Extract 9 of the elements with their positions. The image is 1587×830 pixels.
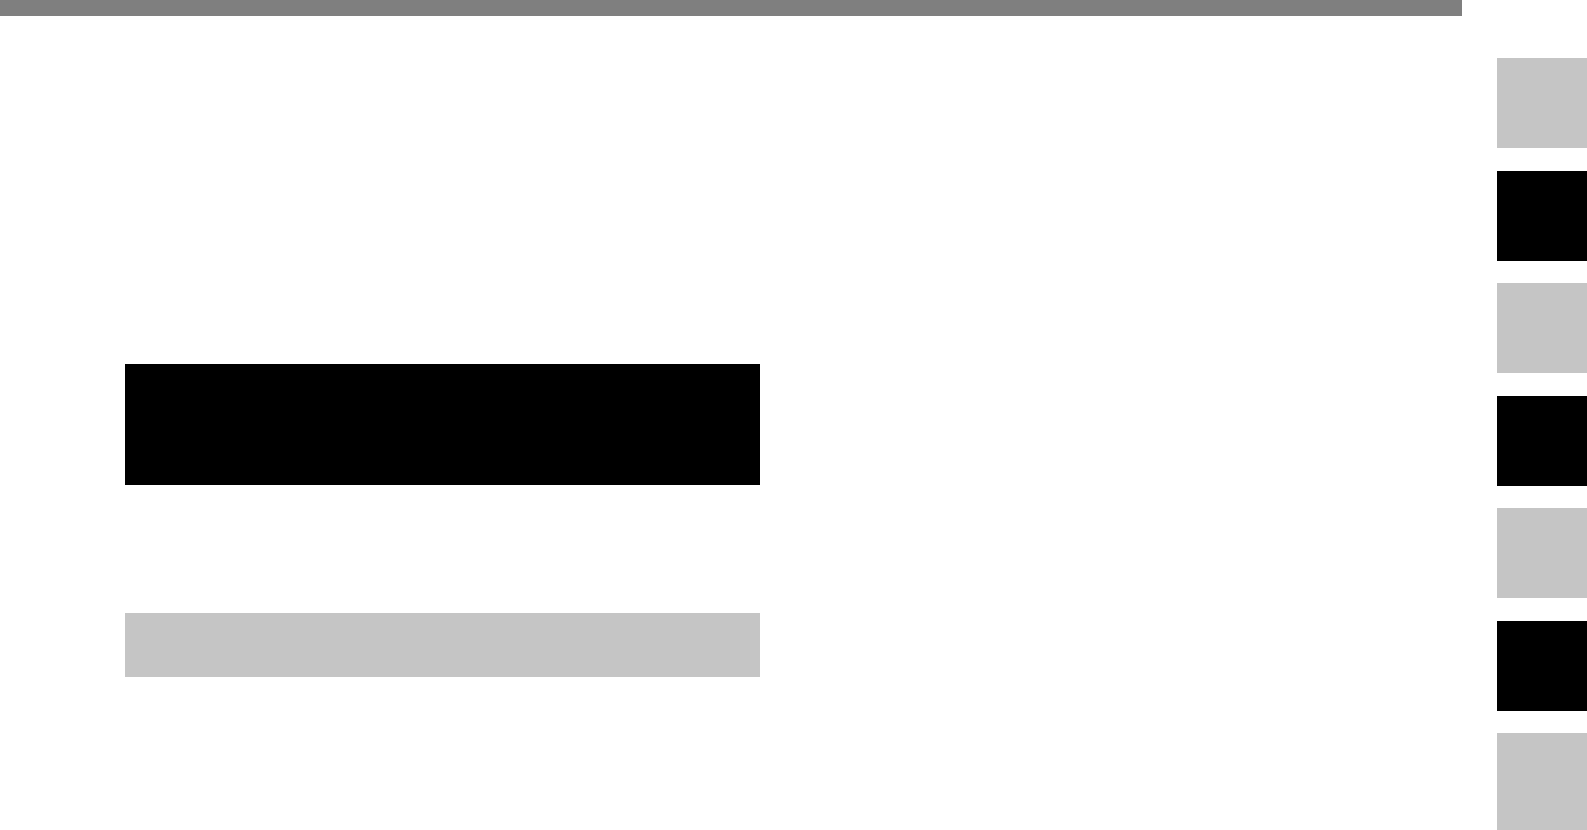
side-tab: [1497, 733, 1587, 830]
side-tab: [1497, 58, 1587, 148]
section-banner: [125, 364, 760, 485]
side-tab: [1497, 396, 1587, 486]
side-tab: [1497, 621, 1587, 711]
side-tab: [1497, 283, 1587, 373]
section-bar: [125, 613, 760, 677]
side-tab: [1497, 171, 1587, 261]
side-tab: [1497, 508, 1587, 598]
